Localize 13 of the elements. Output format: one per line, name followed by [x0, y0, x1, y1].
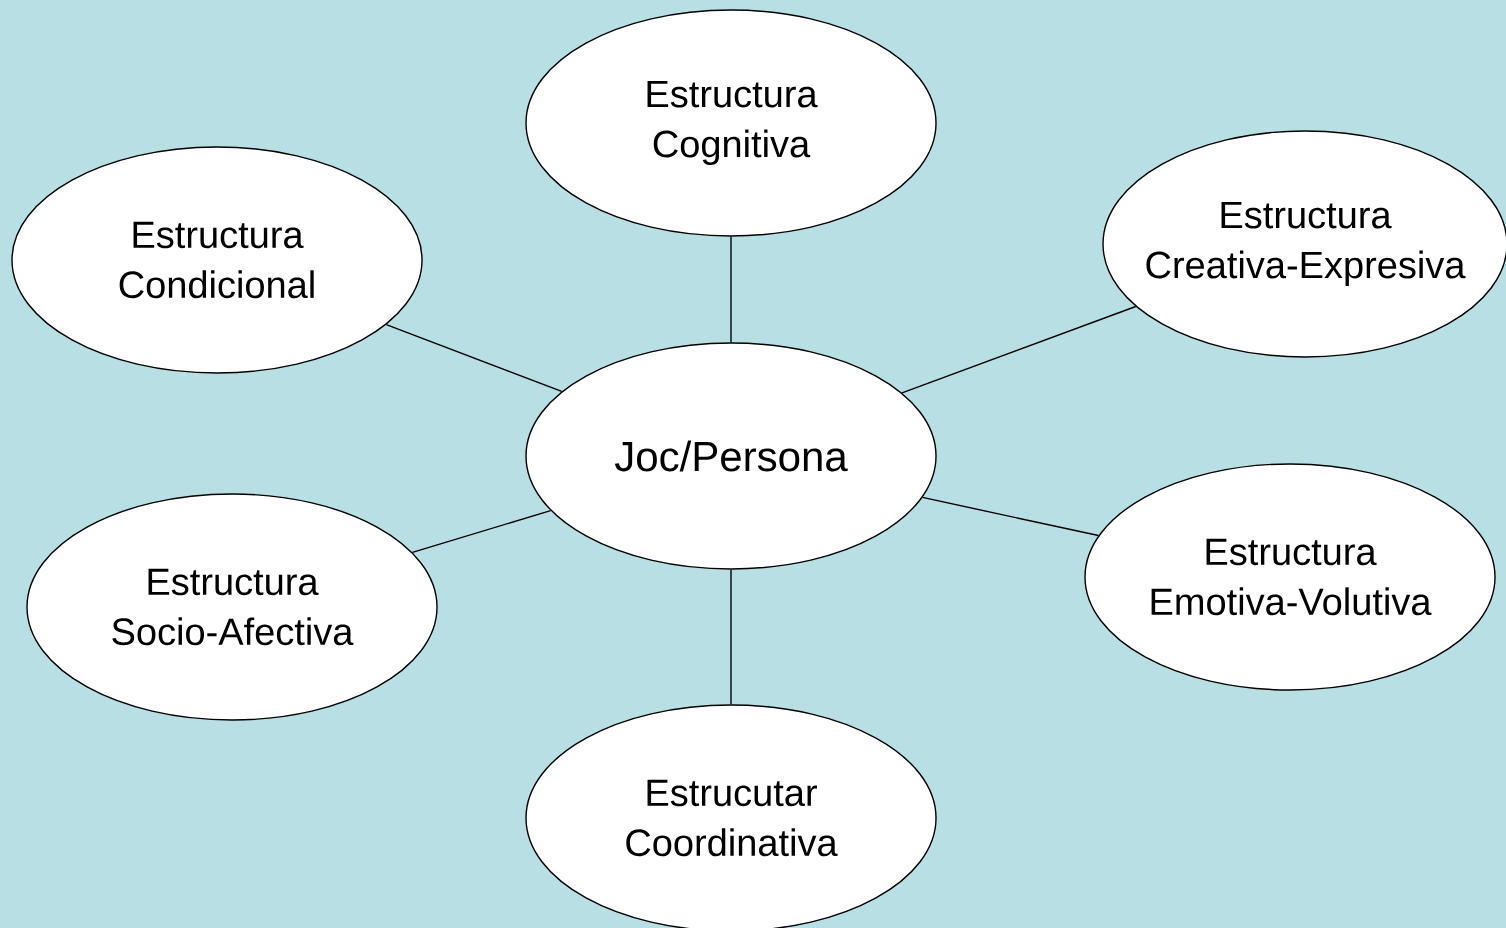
connector-line: [730, 236, 732, 343]
connector-line: [385, 323, 563, 393]
ellipse-node: Estructura Creativa-Expresiva: [1102, 130, 1506, 358]
ellipse-node: Estructura Cognitiva: [525, 9, 937, 237]
connector-line: [411, 509, 552, 554]
ellipse-node: Estructura Socio-Afectiva: [26, 493, 438, 721]
ellipse-node: Estructura Condicional: [11, 146, 423, 374]
ellipse-node: Joc/Persona: [525, 342, 937, 570]
ellipse-node: Estrucutar Coordinativa: [525, 704, 937, 928]
connector-line: [921, 496, 1100, 537]
ellipse-node: Estructura Emotiva-Volutiva: [1084, 463, 1496, 691]
connector-line: [730, 568, 732, 705]
connector-line: [901, 305, 1137, 394]
